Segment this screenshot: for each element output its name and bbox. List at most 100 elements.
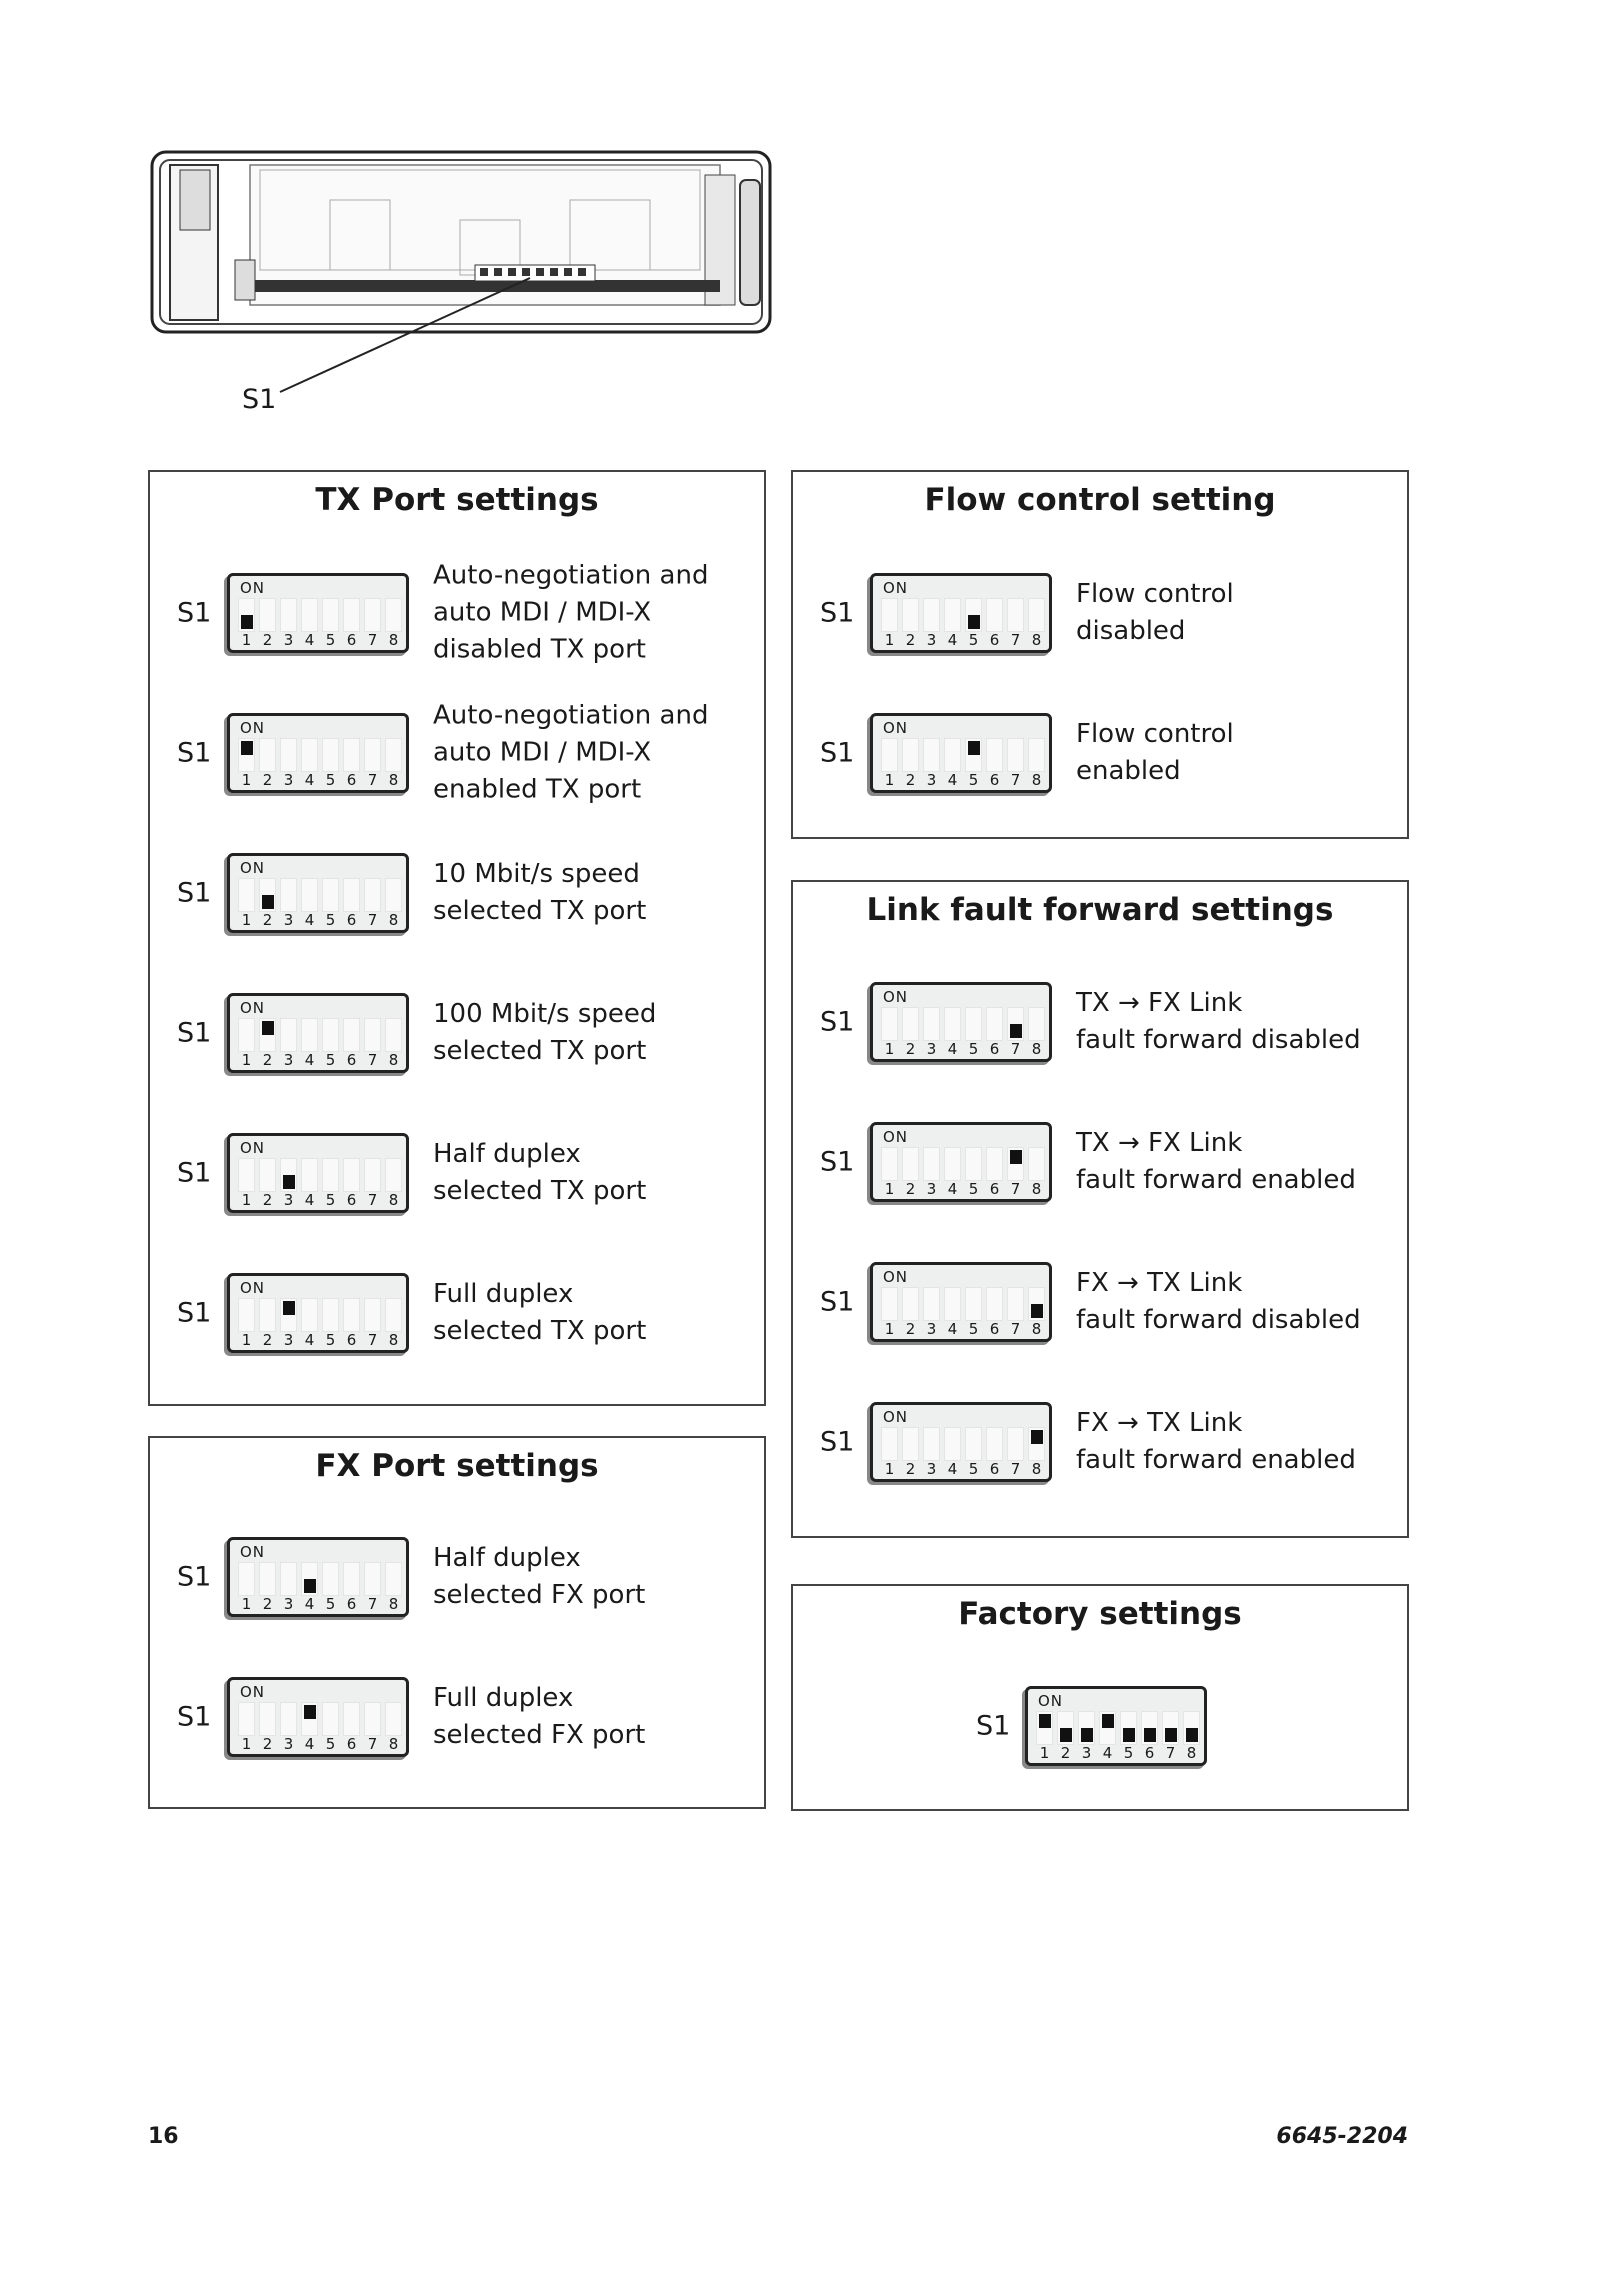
setting-description: Auto-negotiation and auto MDI / MDI-X en… (433, 700, 709, 805)
switch-3 (923, 1147, 940, 1181)
switch-number: 8 (388, 1595, 399, 1613)
switch-7 (1007, 1287, 1024, 1321)
switch-number: 3 (283, 1735, 294, 1753)
switch-8 (1183, 1711, 1200, 1745)
switch-2 (259, 598, 276, 632)
switch-6 (986, 598, 1003, 632)
switch-5 (322, 1562, 339, 1596)
switch-2 (259, 1702, 276, 1736)
switch-number: 8 (1186, 1744, 1197, 1762)
switch-label: S1 (177, 1157, 212, 1189)
switch-number: 3 (283, 911, 294, 929)
switch-number: 7 (367, 911, 378, 929)
switch-number: 1 (884, 631, 895, 649)
switch-lever-off (1060, 1728, 1072, 1742)
switch-number: 1 (884, 1040, 895, 1058)
switch-number: 5 (325, 1595, 336, 1613)
on-label: ON (883, 988, 909, 1006)
switch-number: 6 (1144, 1744, 1155, 1762)
switch-number: 6 (346, 1735, 357, 1753)
switch-number: 3 (926, 1040, 937, 1058)
setting-description: Half duplex selected TX port (433, 1139, 647, 1206)
switch-number: 1 (241, 1051, 252, 1069)
switch-number: 6 (346, 631, 357, 649)
on-label: ON (240, 999, 266, 1017)
switch-7 (364, 878, 381, 912)
switch-3 (923, 1007, 940, 1041)
switch-label: S1 (177, 737, 212, 769)
switch-2 (902, 1007, 919, 1041)
switch-6 (343, 1298, 360, 1332)
switch-number: 1 (241, 1735, 252, 1753)
switch-3 (280, 878, 297, 912)
switch-label: S1 (177, 597, 212, 629)
switch-1 (238, 598, 255, 632)
switch-label: S1 (177, 1297, 212, 1329)
switch-number: 5 (325, 1191, 336, 1209)
switch-2 (259, 1298, 276, 1332)
switch-7 (364, 1562, 381, 1596)
switch-5 (965, 1427, 982, 1461)
switch-3 (923, 1287, 940, 1321)
switch-6 (986, 1147, 1003, 1181)
switch-lever-on (1039, 1714, 1051, 1728)
switch-number: 7 (1010, 771, 1021, 789)
switch-label: S1 (820, 1286, 855, 1318)
switch-number: 4 (947, 1320, 958, 1338)
switch-1 (881, 1007, 898, 1041)
panel-title: Link fault forward settings (866, 892, 1334, 928)
switch-2 (902, 598, 919, 632)
switch-8 (385, 598, 402, 632)
switch-lever-off (1010, 1024, 1022, 1038)
switch-number: 7 (367, 1595, 378, 1613)
switch-4 (301, 1018, 318, 1052)
switch-number: 2 (262, 1735, 273, 1753)
switch-number: 5 (325, 911, 336, 929)
switch-number: 2 (262, 1595, 273, 1613)
switch-7 (364, 738, 381, 772)
switch-5 (322, 1158, 339, 1192)
switch-8 (385, 1298, 402, 1332)
switch-7 (1007, 598, 1024, 632)
switch-number: 4 (304, 1595, 315, 1613)
switch-4 (944, 598, 961, 632)
switch-label: S1 (976, 1710, 1011, 1742)
switch-7 (1007, 1427, 1024, 1461)
setting-description: 10 Mbit/s speed selected TX port (433, 859, 647, 926)
switch-8 (1028, 1147, 1045, 1181)
switch-8 (385, 1158, 402, 1192)
switch-1 (881, 598, 898, 632)
switch-number: 3 (283, 1595, 294, 1613)
switch-number: 1 (884, 1320, 895, 1338)
switch-number: 8 (388, 1331, 399, 1349)
switch-number: 3 (1081, 1744, 1092, 1762)
switch-8 (1028, 1287, 1045, 1321)
switch-4 (944, 1147, 961, 1181)
switch-label: S1 (820, 737, 855, 769)
switch-number: 8 (1031, 1320, 1042, 1338)
switch-number: 4 (947, 771, 958, 789)
switch-6 (343, 738, 360, 772)
switch-number: 8 (1031, 631, 1042, 649)
switch-number: 3 (283, 1191, 294, 1209)
switch-number: 5 (325, 1735, 336, 1753)
switch-lever-on (241, 741, 253, 755)
switch-4 (944, 1427, 961, 1461)
switch-number: 7 (1010, 1040, 1021, 1058)
switch-number: 6 (989, 631, 1000, 649)
switch-number: 4 (304, 911, 315, 929)
switch-5 (965, 738, 982, 772)
switch-number: 5 (325, 771, 336, 789)
switch-8 (385, 1018, 402, 1052)
switch-lever-on (1031, 1430, 1043, 1444)
switch-2 (1057, 1711, 1074, 1745)
setting-description: 100 Mbit/s speed selected TX port (433, 999, 657, 1066)
